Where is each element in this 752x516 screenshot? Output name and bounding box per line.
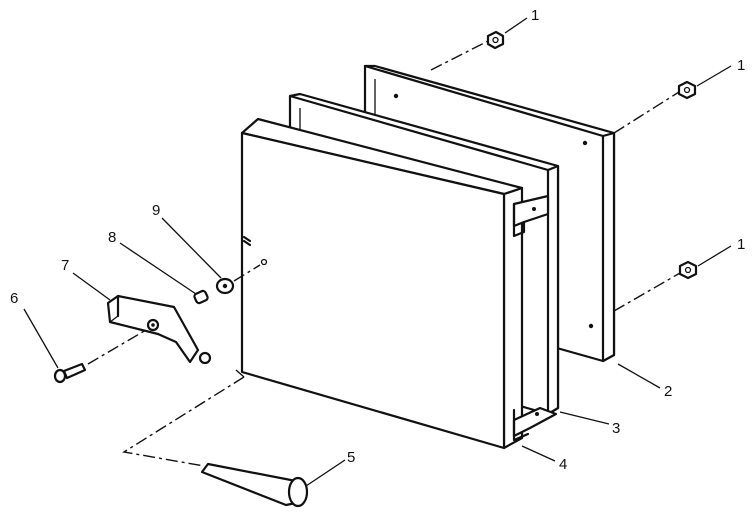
- callout-labels: 1 1 1 2 3 4 5 6 7 8 9: [10, 7, 745, 473]
- nut-top: [486, 30, 505, 50]
- washer: [215, 277, 235, 295]
- callout-1-right-lower: 1: [737, 236, 745, 253]
- callout-9: 9: [152, 202, 160, 219]
- screw: [53, 362, 87, 384]
- callout-6: 6: [10, 290, 18, 307]
- callout-3: 3: [612, 420, 620, 437]
- callout-1-top: 1: [531, 7, 539, 24]
- callout-4: 4: [559, 456, 567, 473]
- callout-5: 5: [347, 449, 355, 466]
- latch-arm: [106, 294, 212, 365]
- front-cover: [240, 117, 558, 450]
- callout-7: 7: [61, 257, 69, 274]
- callout-8: 8: [108, 229, 116, 246]
- leader-lines: [23, 17, 732, 487]
- spacer: [193, 289, 209, 305]
- callout-2: 2: [664, 383, 672, 400]
- nut-right-lower: [678, 260, 698, 280]
- handle: [200, 462, 309, 508]
- callout-1-right-upper: 1: [737, 57, 745, 74]
- nut-right-upper: [677, 80, 697, 100]
